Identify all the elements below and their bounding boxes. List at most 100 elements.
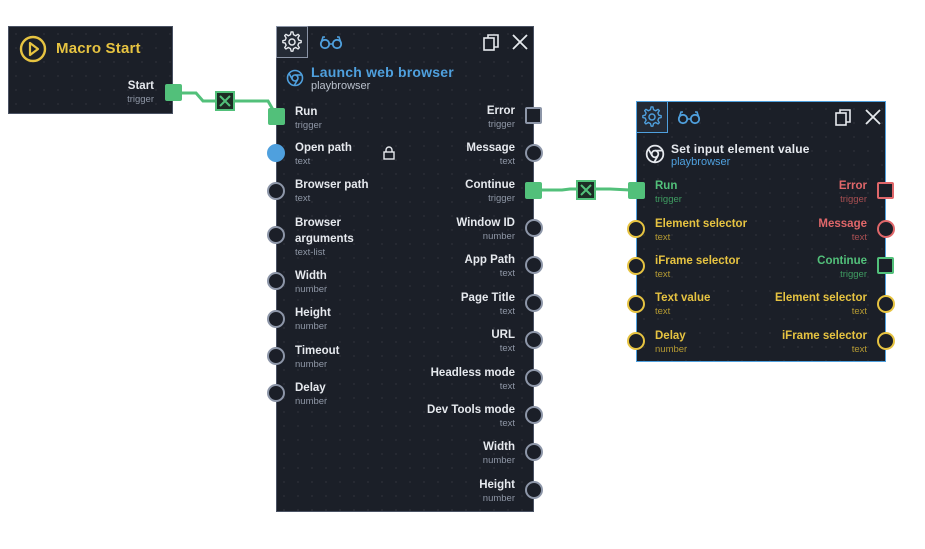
browser-arguments-input-label: Browser — [295, 217, 342, 229]
duplicate-button[interactable] — [832, 106, 854, 128]
height-input-pin[interactable] — [267, 310, 285, 328]
text-value-input-pin[interactable] — [627, 295, 645, 313]
delay-input-pin[interactable] — [267, 384, 285, 402]
message-output-type: text — [499, 156, 515, 167]
glasses-icon — [319, 36, 343, 50]
browser-path-input-pin[interactable] — [267, 182, 285, 200]
width-output-pin[interactable] — [525, 443, 543, 461]
browser-arguments-input-pin[interactable] — [267, 226, 285, 244]
height-output-pin[interactable] — [525, 481, 543, 499]
error-output-pin[interactable] — [525, 107, 542, 124]
iframe-selector-input-pin[interactable] — [627, 257, 645, 275]
timeout-input-pin[interactable] — [267, 347, 285, 365]
headless-mode-output-type: text — [499, 381, 515, 392]
error-output-type: trigger — [840, 194, 867, 205]
run-input-pin[interactable] — [628, 182, 645, 199]
page-title-output-pin[interactable] — [525, 294, 543, 312]
set-input-element-value-node[interactable]: Set input element value playbrowser Run … — [627, 101, 895, 362]
error-output-pin[interactable] — [877, 182, 894, 199]
continue-output-pin[interactable] — [877, 257, 894, 274]
iframe-selector-input-label: iFrame selector — [655, 255, 741, 267]
glasses-button[interactable] — [317, 31, 345, 53]
close-node-button[interactable] — [509, 31, 531, 53]
open-path-input-pin[interactable] — [267, 144, 285, 162]
close-node-button[interactable] — [862, 106, 884, 128]
browser-path-input-label: Browser path — [295, 179, 369, 191]
height-output-type: number — [482, 493, 515, 504]
headless-mode-output-label: Headless mode — [430, 367, 515, 379]
app-path-output-type: text — [499, 268, 515, 279]
browser-arguments-input-label-2: arguments — [295, 233, 354, 245]
element-selector-output-pin[interactable] — [877, 295, 895, 313]
start-port-type: trigger — [127, 94, 154, 105]
settings-button[interactable] — [636, 101, 668, 133]
continue-output-type: trigger — [840, 269, 867, 280]
headless-mode-output-pin[interactable] — [525, 369, 543, 387]
play-icon — [19, 35, 47, 63]
run-input-type: trigger — [295, 120, 322, 131]
macro-start-node[interactable]: Macro Start Start trigger — [8, 26, 182, 114]
continue-output-pin[interactable] — [525, 182, 542, 199]
continue-output-label: Continue — [817, 255, 867, 267]
close-icon — [219, 95, 231, 107]
gear-icon — [282, 31, 302, 52]
node-subtitle: playbrowser — [671, 156, 731, 168]
run-input-label: Run — [655, 180, 678, 192]
height-input-type: number — [295, 321, 328, 332]
error-output-type: trigger — [488, 119, 515, 130]
message-output-pin[interactable] — [877, 220, 895, 238]
message-output-pin[interactable] — [525, 144, 543, 162]
start-output-pin[interactable] — [165, 84, 182, 101]
text-value-input-type: text — [655, 306, 671, 317]
wire-delete-button[interactable] — [215, 91, 235, 111]
element-selector-output-type: text — [851, 306, 867, 317]
settings-button[interactable] — [276, 26, 308, 58]
browser-path-input-type: text — [295, 193, 311, 204]
text-value-input-label: Text value — [655, 292, 711, 304]
page-title-output-label: Page Title — [460, 292, 515, 304]
timeout-input-label: Timeout — [295, 345, 340, 357]
run-input-label: Run — [295, 106, 318, 118]
dev-tools-mode-output-pin[interactable] — [525, 406, 543, 424]
window-id-output-type: number — [482, 231, 515, 242]
delay-input-type: number — [655, 344, 688, 355]
url-output-label: URL — [491, 329, 515, 341]
width-input-pin[interactable] — [267, 272, 285, 290]
element-selector-input-label: Element selector — [655, 218, 748, 230]
macro-start-title: Macro Start — [56, 40, 141, 57]
app-path-output-pin[interactable] — [525, 256, 543, 274]
message-output-label: Message — [466, 142, 515, 154]
duplicate-button[interactable] — [480, 31, 502, 53]
element-selector-input-type: text — [655, 232, 671, 243]
glasses-button[interactable] — [675, 106, 703, 128]
glasses-icon — [677, 111, 701, 125]
close-icon — [580, 184, 592, 196]
message-output-type: text — [851, 232, 867, 243]
message-output-label: Message — [818, 218, 867, 230]
iframe-selector-output-pin[interactable] — [877, 332, 895, 350]
iframe-selector-output-label: iFrame selector — [781, 330, 867, 342]
url-output-type: text — [499, 343, 515, 354]
delay-input-label: Delay — [655, 330, 686, 342]
start-port-label: Start — [127, 80, 154, 92]
node-subtitle: playbrowser — [311, 80, 371, 92]
delay-input-pin[interactable] — [627, 332, 645, 350]
width-input-type: number — [295, 284, 328, 295]
page-title-output-type: text — [499, 306, 515, 317]
dev-tools-mode-output-label: Dev Tools mode — [427, 404, 515, 416]
node-title: Launch web browser — [311, 64, 454, 80]
copy-icon — [835, 108, 851, 126]
continue-output-type: trigger — [488, 193, 515, 204]
launch-web-browser-node[interactable]: Launch web browser playbrowser Run trigg… — [267, 26, 543, 512]
wire-delete-button[interactable] — [576, 180, 596, 200]
copy-icon — [483, 33, 499, 51]
open-path-input-label: Open path — [295, 142, 352, 154]
run-input-pin[interactable] — [268, 108, 285, 125]
url-output-pin[interactable] — [525, 331, 543, 349]
run-input-type: trigger — [655, 194, 682, 205]
continue-output-label: Continue — [465, 179, 515, 191]
chrome-icon — [645, 144, 665, 164]
window-id-output-pin[interactable] — [525, 219, 543, 237]
delay-input-type: number — [295, 396, 328, 407]
element-selector-input-pin[interactable] — [627, 220, 645, 238]
